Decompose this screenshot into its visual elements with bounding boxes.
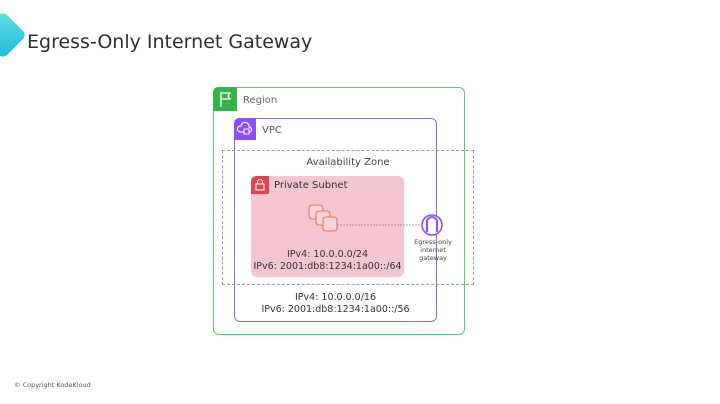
subnet-ipv4: IPv4: 10.0.0.0/24	[287, 249, 368, 260]
kodekloud-logo	[0, 10, 28, 60]
vpc-cloud-icon	[234, 118, 256, 140]
egress-only-gateway-icon	[421, 214, 443, 236]
vpc-label: VPC	[262, 125, 282, 136]
copyright: © Copyright KodeKloud	[14, 381, 91, 389]
ec2-instances-icon	[308, 204, 338, 232]
lock-icon	[251, 176, 269, 194]
vpc-cidr: IPv4: 10.0.0.0/16 IPv6: 2001:db8:1234:1a…	[234, 292, 437, 316]
availability-zone-box	[222, 150, 474, 285]
region-box	[213, 87, 465, 335]
flag-icon	[213, 87, 237, 111]
page-title: Egress-Only Internet Gateway	[27, 31, 313, 53]
gateway-label: Egress-only internet gateway	[408, 238, 458, 262]
private-subnet-label: Private Subnet	[274, 180, 348, 191]
instances-to-gateway-diagram	[308, 204, 443, 236]
vpc-ipv6: IPv6: 2001:db8:1234:1a00::/56	[261, 304, 410, 315]
gateway-label-line: gateway	[419, 254, 447, 262]
gateway-label-line: internet	[420, 246, 446, 254]
availability-zone-label: Availability Zone	[306, 157, 390, 168]
region-label: Region	[243, 95, 278, 106]
vpc-ipv4: IPv4: 10.0.0.0/16	[295, 292, 376, 303]
subnet-cidr: IPv4: 10.0.0.0/24 IPv6: 2001:db8:1234:1a…	[251, 249, 404, 273]
subnet-ipv6: IPv6: 2001:db8:1234:1a00::/64	[253, 261, 402, 272]
gateway-label-line: Egress-only	[414, 238, 452, 246]
